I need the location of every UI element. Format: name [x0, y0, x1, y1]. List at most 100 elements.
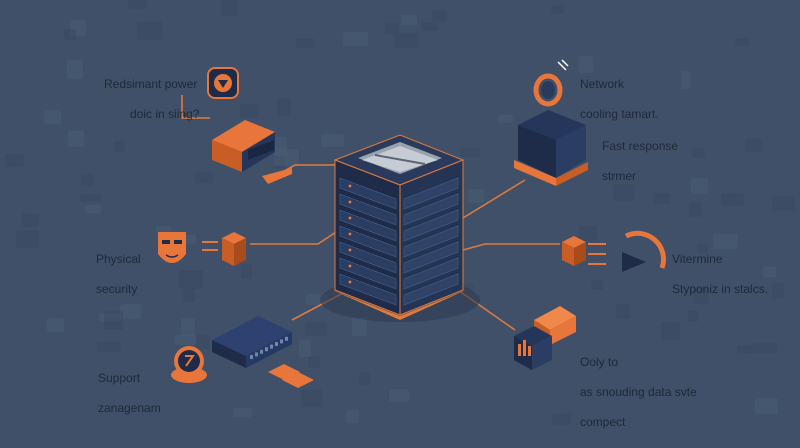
background-glyph — [737, 345, 753, 354]
connector-lines — [181, 95, 560, 331]
background-glyph — [5, 154, 24, 167]
background-glyph — [104, 311, 123, 330]
background-glyph — [308, 356, 320, 368]
label-vitermine: Vitermine Styponiz in stalcs. — [672, 237, 768, 312]
background-glyph — [68, 131, 84, 147]
background-glyph — [175, 335, 196, 345]
rack-slot-front — [339, 241, 397, 274]
label-network-cooling: Network cooling tamart. — [580, 62, 659, 137]
rack-slot-front — [339, 193, 397, 226]
rack-led — [348, 200, 352, 204]
connector-power — [181, 95, 210, 119]
background-glyph — [421, 22, 438, 31]
background-glyph — [183, 288, 195, 302]
background-glyph — [240, 104, 258, 118]
switch-port — [250, 355, 253, 359]
background-glyph — [85, 205, 101, 213]
rack-led — [348, 232, 352, 236]
background-glyph — [128, 0, 147, 9]
background-glyph — [772, 283, 784, 299]
background-glyph — [196, 335, 210, 350]
label-network-line1: Network — [580, 77, 625, 91]
background-glyph — [389, 389, 409, 402]
background-glyph — [591, 280, 603, 290]
rack-led — [348, 184, 352, 188]
label-data-compact: Ooly to as snouding data svte compect — [580, 340, 697, 445]
rack-led — [348, 216, 352, 220]
background-glyph — [401, 15, 417, 25]
background-glyph — [296, 38, 314, 48]
background-glyph — [579, 226, 597, 241]
background-glyph — [745, 139, 762, 152]
label-support: Support zanagenam — [98, 356, 161, 431]
connector-physical — [250, 231, 337, 245]
label-power-line1: Redsimant power — [104, 77, 198, 91]
background-glyph — [694, 288, 709, 304]
background-glyph — [753, 343, 777, 353]
power-shield-icon — [207, 67, 239, 99]
label-support-line1: Support — [98, 371, 141, 385]
background-glyph — [735, 38, 750, 46]
rack-slot-side — [403, 177, 459, 210]
background-glyph — [346, 410, 359, 423]
switch-port — [275, 342, 278, 346]
background-glyph — [179, 270, 203, 289]
background-glyph — [359, 372, 370, 385]
physical-module-icon — [202, 232, 246, 266]
background-glyph — [343, 32, 368, 46]
rack-slot-front — [339, 177, 397, 210]
background-glyph — [721, 193, 744, 206]
background-glyph — [713, 234, 738, 249]
label-network-line2: cooling tamart. — [580, 107, 659, 121]
background-glyph — [299, 340, 311, 357]
background-glyph — [321, 134, 344, 147]
background-glyph — [120, 304, 141, 319]
rack-slot-front — [339, 257, 397, 290]
label-vitermine-line1: Vitermine — [672, 252, 723, 266]
label-data-line2: as snouding data svte — [580, 385, 697, 399]
background-glyph — [241, 264, 252, 279]
background-glyph — [661, 322, 680, 340]
label-data-line1: Ooly to — [580, 355, 619, 369]
vitermine-module-icon — [562, 236, 606, 266]
switch-ports — [250, 336, 288, 359]
switch-port — [280, 339, 283, 344]
rack-slot-side — [403, 193, 459, 226]
label-redundant-power: Redsimant power doic in siing? — [104, 62, 199, 137]
background-glyph — [221, 0, 238, 16]
switch-port — [265, 347, 268, 352]
background-glyph — [697, 244, 708, 253]
background-glyph — [352, 317, 367, 336]
rack-slot-side — [403, 273, 459, 306]
background-glyph — [233, 408, 252, 417]
label-fast-response: Fast response strmer — [602, 124, 678, 199]
rack-slot-side — [403, 257, 459, 290]
background-glyph — [64, 29, 76, 40]
background-glyph — [691, 178, 708, 194]
background-glyph — [755, 398, 778, 414]
rack-slot-side — [403, 225, 459, 258]
background-glyph — [385, 22, 399, 35]
background-glyph — [460, 148, 480, 157]
background-glyph — [552, 413, 571, 425]
switch-device-icon — [212, 316, 314, 388]
background-glyph — [22, 213, 39, 227]
background-glyph — [689, 202, 702, 217]
rack-led — [348, 264, 352, 268]
security-mask-icon — [158, 232, 186, 263]
background-glyph — [498, 115, 513, 123]
network-box-icon — [514, 110, 588, 186]
power-supply-icon — [212, 120, 292, 184]
background-glyph — [47, 318, 64, 332]
label-power-line2: doic in siing? — [130, 107, 200, 121]
data-chart-icon — [514, 306, 576, 370]
background-glyph — [763, 267, 776, 277]
background-glyph — [613, 184, 634, 201]
label-response-line2: strmer — [602, 169, 636, 183]
background-glyph — [44, 110, 61, 124]
rack-led — [348, 280, 352, 284]
background-glyph — [195, 172, 213, 183]
